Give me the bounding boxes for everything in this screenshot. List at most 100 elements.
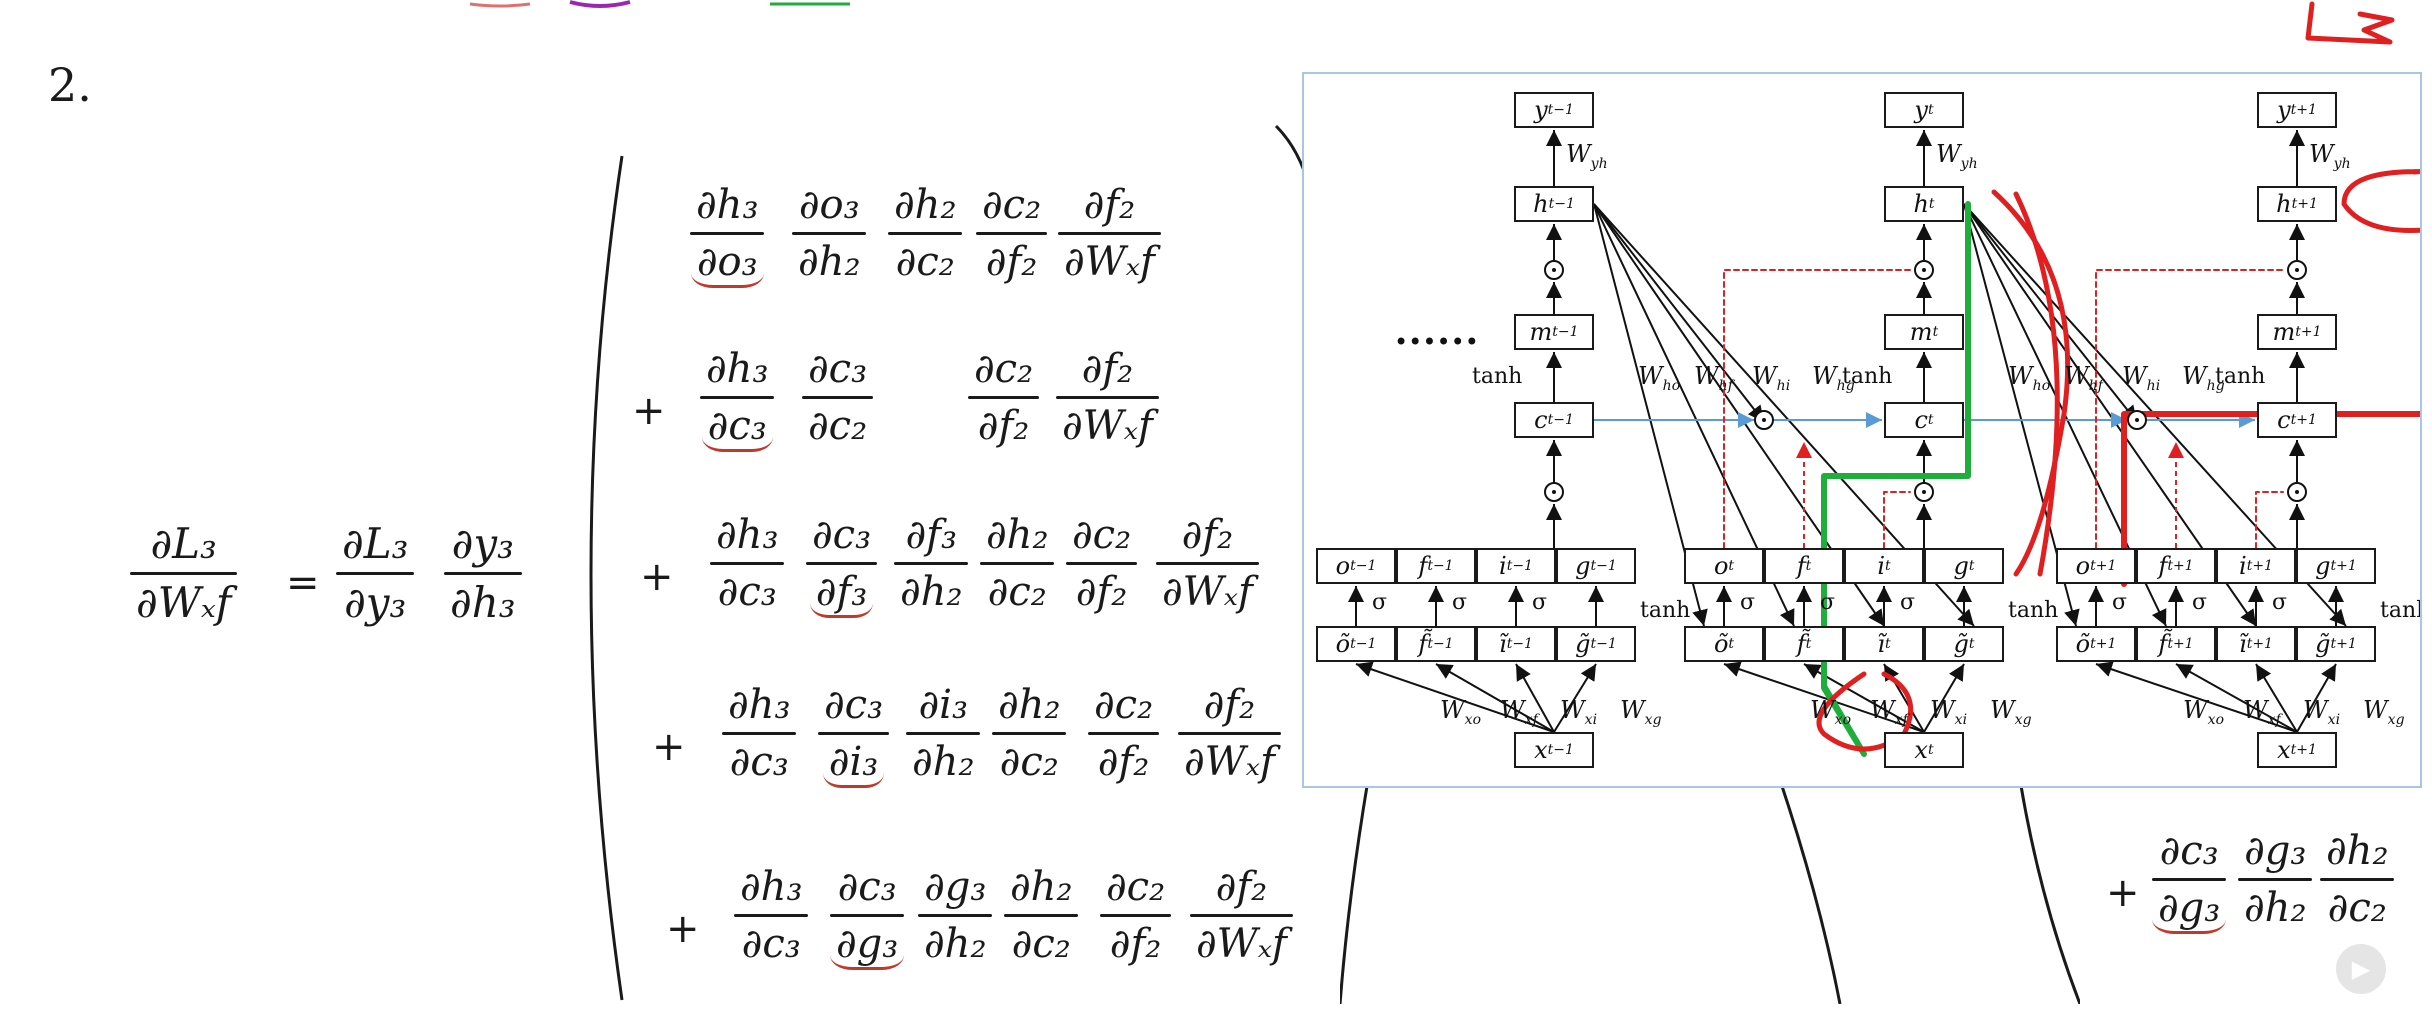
rhs-prefix-fraction-2: ∂y₃ ∂h₃ bbox=[444, 519, 522, 628]
w-x-label: Wxi bbox=[1560, 696, 1598, 728]
rhs-prefix-fraction-1: ∂L₃ ∂y₃ bbox=[336, 519, 415, 628]
red-circle-wxf bbox=[1816, 671, 1914, 752]
preactivation-node: f̃t+1 bbox=[2136, 626, 2216, 662]
arrow-x-to-pre bbox=[1355, 661, 1555, 733]
sigma-label: σ bbox=[2192, 590, 2208, 615]
preactivation-node: g̃t+1 bbox=[2296, 626, 2376, 662]
term-5-fraction-5: ∂c₂∂f₂ bbox=[1100, 864, 1172, 967]
w-h-label: Whi bbox=[2122, 362, 2161, 394]
sigma-label: σ bbox=[1740, 590, 1756, 615]
side-term-fraction-3: ∂h₂∂c₂ bbox=[2320, 828, 2395, 931]
w-yh-label: Wyh bbox=[2309, 140, 2351, 172]
w-h-label: Who bbox=[1638, 362, 1681, 394]
elementwise-product-icon bbox=[1914, 260, 1934, 280]
w-x-label: Wxg bbox=[2363, 696, 2405, 728]
w-x-label: Wxf bbox=[1500, 696, 1538, 728]
preactivation-node: f̃t−1 bbox=[1396, 626, 1476, 662]
term-5-fraction-4: ∂h₂∂c₂ bbox=[1004, 864, 1079, 967]
w-h-label: Who bbox=[2008, 362, 2051, 394]
term-4-fraction-5: ∂c₂∂f₂ bbox=[1088, 682, 1160, 785]
sigma-label: σ bbox=[2112, 590, 2128, 615]
cutoff-strokes-top bbox=[469, 0, 850, 8]
term-3-fraction-3: ∂f₃∂h₂ bbox=[894, 512, 969, 615]
tanh-label: tanh bbox=[2380, 598, 2420, 623]
w-x-label: Wxg bbox=[1990, 696, 2032, 728]
elementwise-product-icon bbox=[1754, 410, 1774, 430]
plus-sign: + bbox=[632, 388, 666, 434]
red-path-to-next bbox=[2121, 411, 2420, 587]
term-3-fraction-4: ∂h₂∂c₂ bbox=[980, 512, 1055, 615]
arrow-h-to-product bbox=[1593, 203, 1765, 423]
term-3-fraction-1: ∂h₃∂c₃ bbox=[710, 512, 785, 615]
term-2-fraction-4: ∂f₂∂Wₓf bbox=[1056, 346, 1159, 449]
preactivation-node: g̃t bbox=[1924, 626, 2004, 662]
w-h-label: Whf bbox=[1694, 362, 1733, 394]
tanh-label: tanh bbox=[2008, 598, 2059, 623]
term-4-fraction-6: ∂f₂∂Wₓf bbox=[1178, 682, 1281, 785]
elementwise-product-icon bbox=[1544, 482, 1564, 502]
green-gradient-path bbox=[1821, 201, 1971, 757]
elementwise-product-icon bbox=[2287, 260, 2307, 280]
term-4-fraction-2: ∂c₃∂i₃ bbox=[818, 682, 890, 788]
lhs-fraction: ∂L₃ ∂Wₓf bbox=[130, 519, 238, 628]
arrow-x-to-pre bbox=[1723, 661, 1925, 733]
w-x-label: Wxi bbox=[2303, 696, 2341, 728]
w-x-label: Wxo bbox=[2183, 696, 2224, 728]
red-dotted-input-path bbox=[2255, 491, 2284, 549]
elementwise-product-icon bbox=[2287, 482, 2307, 502]
term-2-fraction-1: ∂h₃∂c₃ bbox=[700, 346, 775, 452]
arrow-x-to-pre bbox=[2296, 663, 2337, 733]
w-x-label: Wxi bbox=[1930, 696, 1968, 728]
term-2-fraction-2: ∂c₃∂c₂ bbox=[802, 346, 874, 449]
tanh-label: tanh bbox=[2215, 364, 2266, 389]
right-curve-under-panel bbox=[1340, 780, 2080, 1004]
red-dotted-output-path bbox=[1723, 269, 1911, 549]
arrow-x-to-pre bbox=[1515, 663, 1555, 733]
ellipsis: •••••• bbox=[1394, 328, 1479, 356]
plus-sign: + bbox=[666, 906, 700, 952]
term-3-fraction-5: ∂c₂∂f₂ bbox=[1066, 512, 1138, 615]
red-dotted-input-path bbox=[1883, 491, 1911, 549]
w-x-label: Wxo bbox=[1810, 696, 1851, 728]
equals-sign: = bbox=[286, 560, 320, 606]
sigma-label: σ bbox=[1820, 590, 1836, 615]
sigma-label: σ bbox=[1532, 590, 1548, 615]
term-1-fraction-5: ∂f₂∂Wₓf bbox=[1058, 182, 1161, 285]
w-h-label: Whf bbox=[2064, 362, 2103, 394]
preactivation-node: g̃t−1 bbox=[1556, 626, 1636, 662]
elementwise-product-icon bbox=[1544, 260, 1564, 280]
left-paren bbox=[589, 155, 624, 1001]
preactivation-node: f̃t bbox=[1764, 626, 1844, 662]
plus-sign: + bbox=[640, 554, 674, 600]
term-4-fraction-1: ∂h₃∂c₃ bbox=[722, 682, 797, 785]
arrow-x-to-pre bbox=[2095, 661, 2298, 733]
arrow-x-to-pre bbox=[1435, 663, 1555, 733]
play-button[interactable]: ▶ bbox=[2336, 944, 2386, 994]
term-1-fraction-3: ∂h₂∂c₂ bbox=[888, 182, 963, 285]
arrow-x-to-pre bbox=[1553, 663, 1597, 733]
side-term-fraction-2: ∂g₃∂h₂ bbox=[2238, 828, 2313, 931]
